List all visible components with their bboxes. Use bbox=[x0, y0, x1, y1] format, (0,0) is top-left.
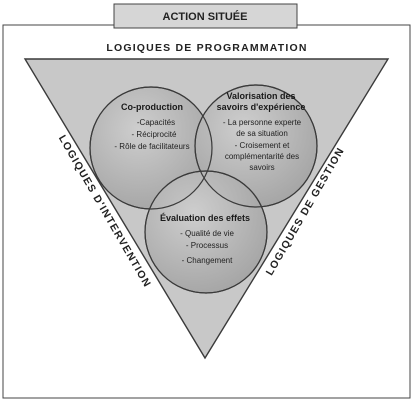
coproduction-title: Co-production bbox=[121, 102, 183, 112]
header-box bbox=[113, 3, 298, 29]
label-programmation: LOGIQUES DE PROGRAMMATION bbox=[106, 42, 307, 54]
header-title: ACTION SITUÉE bbox=[163, 10, 248, 23]
evaluation-item: - Qualité de vie bbox=[180, 229, 234, 238]
outline-valorisation bbox=[194, 84, 318, 208]
outline-evaluation bbox=[144, 170, 268, 294]
valorisation-item: - Croisement et bbox=[235, 141, 290, 150]
valorisation-item: - La personne experte bbox=[223, 118, 302, 127]
valorisation-title-line1: Valorisation des bbox=[226, 91, 295, 101]
valorisation-title-line2: savoirs d'expérience bbox=[217, 102, 306, 112]
valorisation-item: complémentarité des bbox=[225, 152, 299, 161]
outline-coproduction bbox=[89, 86, 213, 210]
valorisation-item: savoirs bbox=[249, 163, 274, 172]
valorisation-item: de sa situation bbox=[236, 129, 288, 138]
evaluation-item: - Changement bbox=[182, 256, 233, 265]
coproduction-item: - Réciprocité bbox=[132, 130, 177, 139]
evaluation-item: - Processus bbox=[186, 241, 228, 250]
coproduction-item: -Capacités bbox=[137, 118, 175, 127]
evaluation-title: Évaluation des effets bbox=[160, 213, 250, 223]
coproduction-item: - Rôle de facilitateurs bbox=[114, 142, 189, 151]
